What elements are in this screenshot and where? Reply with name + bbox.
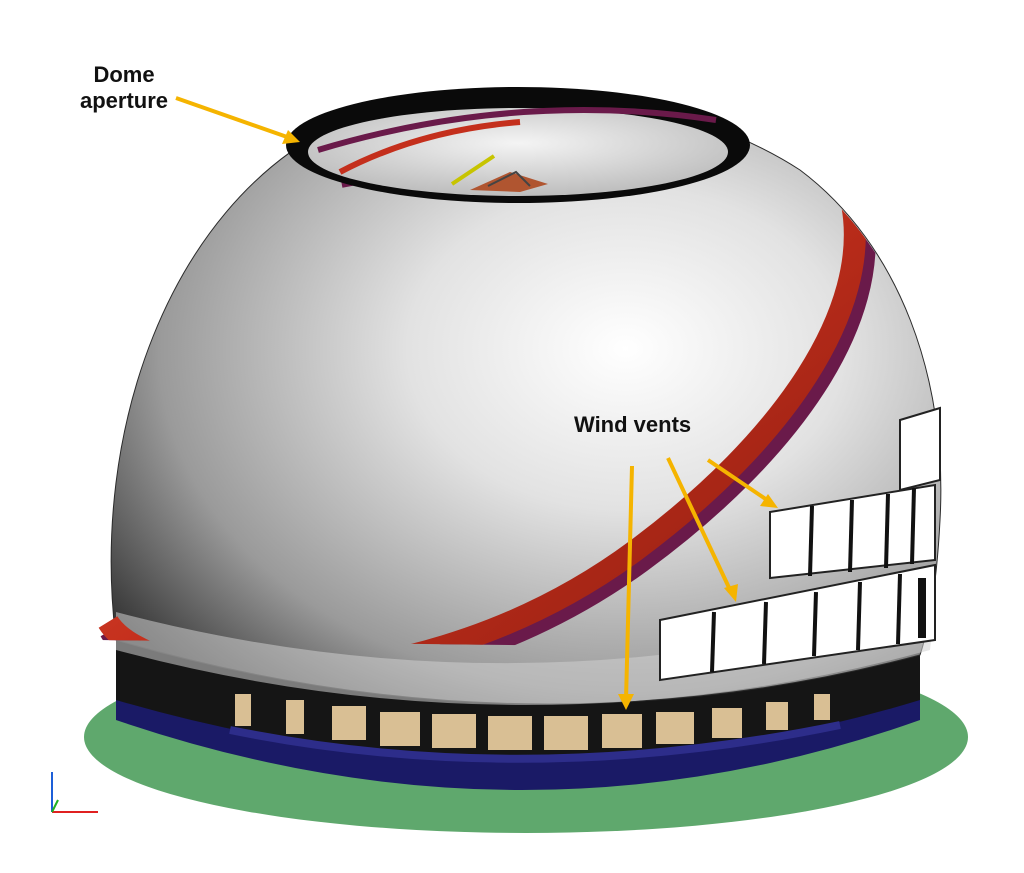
lower-window-strip	[229, 694, 841, 763]
shell-skirt	[116, 600, 935, 705]
arrow-wind-vent-1	[706, 458, 772, 504]
dome-aperture	[286, 87, 750, 203]
wind-vents-label: Wind vents	[574, 412, 692, 437]
wind-vents-lower	[659, 563, 936, 682]
arrow-dome-aperture	[175, 96, 291, 140]
dome-aperture-label-line1: Dome	[93, 62, 155, 87]
wind-vents-upper	[769, 406, 941, 580]
annotation-arrows	[175, 96, 778, 710]
arrow-wind-vent-2	[666, 457, 734, 595]
dome-aperture-label-line2: aperture	[80, 88, 169, 113]
arrow-wind-vent-3	[624, 465, 634, 701]
xyz-axis-icon	[51, 772, 98, 813]
dome-shell	[110, 91, 942, 705]
dome-aperture-label: Dome aperture	[80, 62, 168, 114]
